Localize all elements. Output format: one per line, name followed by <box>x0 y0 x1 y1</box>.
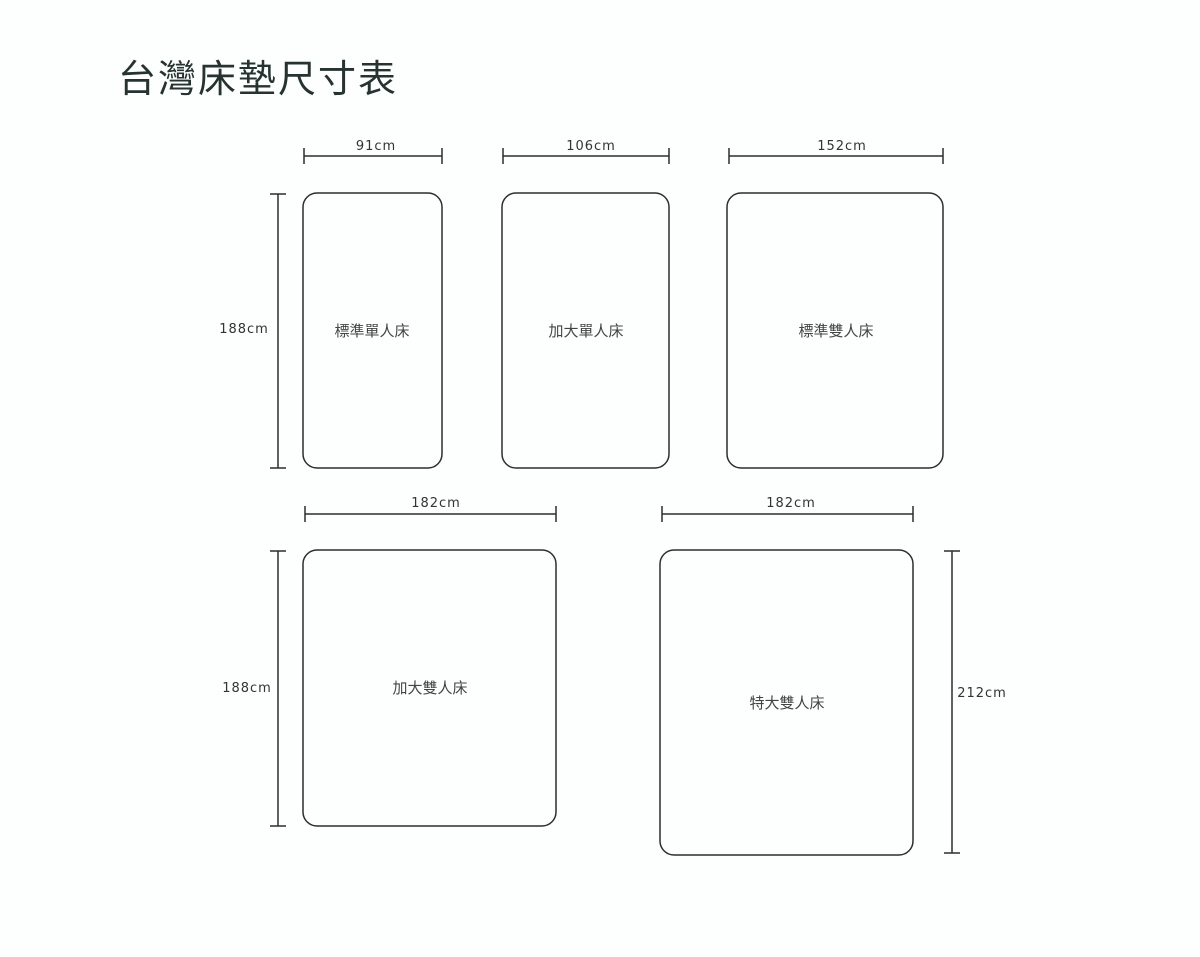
width-dimension: 152cm <box>728 139 944 164</box>
width-dimension: 106cm <box>502 139 670 164</box>
width-dimension: 182cm <box>304 496 557 522</box>
width-label: 152cm <box>817 139 867 154</box>
bed-super-single: 加大單人床 <box>501 192 670 469</box>
bed-name: 特大雙人床 <box>749 694 824 712</box>
bed-standard-single: 標準單人床 <box>302 192 443 469</box>
length-label: 188cm <box>219 322 269 337</box>
width-label: 106cm <box>566 139 616 154</box>
bed-name: 標準雙人床 <box>798 322 873 340</box>
width-dimension: 91cm <box>303 139 443 164</box>
bed-name: 標準單人床 <box>334 322 409 340</box>
bed-standard-double: 標準雙人床 <box>726 192 944 469</box>
bed-king: 特大雙人床 <box>659 549 914 856</box>
length-label: 212cm <box>957 686 1007 701</box>
bed-outline <box>659 549 914 856</box>
bed-name: 加大雙人床 <box>392 679 467 697</box>
length-label: 188cm <box>222 681 272 696</box>
width-dimension: 182cm <box>661 496 914 522</box>
bed-outline <box>302 192 443 469</box>
width-label: 91cm <box>356 139 396 154</box>
bed-outline <box>501 192 670 469</box>
bed-queen: 加大雙人床 <box>302 549 557 827</box>
width-label: 182cm <box>766 496 816 511</box>
length-dimension: 188cm <box>219 193 286 469</box>
page-title: 台灣床墊尺寸表 <box>118 57 399 101</box>
bed-outline <box>302 549 557 827</box>
length-dimension: 212cm <box>944 550 1007 854</box>
length-dimension: 188cm <box>222 550 286 827</box>
width-label: 182cm <box>411 496 461 511</box>
bed-outline <box>726 192 944 469</box>
bed-name: 加大單人床 <box>548 322 623 340</box>
